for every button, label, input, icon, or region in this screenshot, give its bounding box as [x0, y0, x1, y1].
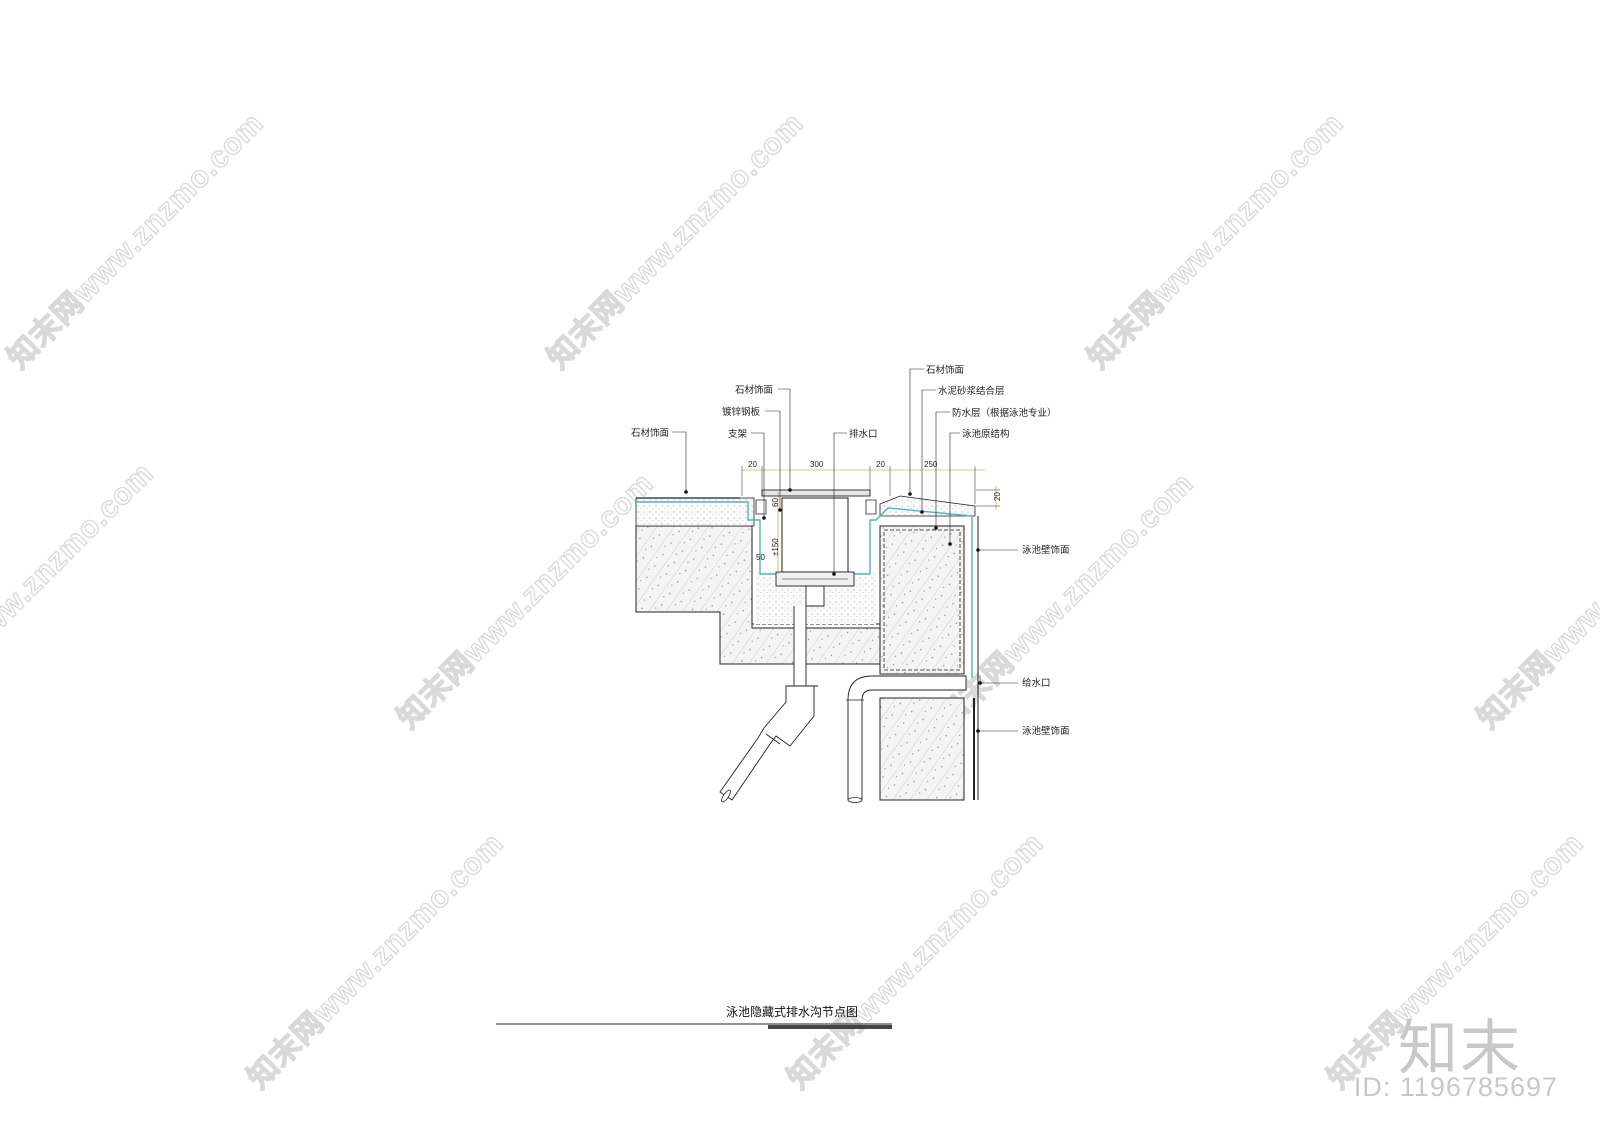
watermark-text: 知末网www.znzmo.com: [0, 457, 160, 725]
support-bracket-right: [865, 499, 877, 515]
watermark-text: 知末网www.znzmo.com: [242, 827, 510, 1095]
label-stone-finish-left: 石材饰面: [631, 427, 669, 439]
label-stone-finish-right: 石材饰面: [926, 364, 964, 376]
watermark-text: 知末网www.znzmo.com: [542, 107, 810, 375]
label-water-inlet: 给水口: [1022, 677, 1051, 689]
label-pool-wall-finish-upper: 泳池壁饰面: [1022, 544, 1070, 556]
watermark-text: 知末网www.znzmo.com: [392, 467, 660, 735]
label-pool-structure: 泳池原结构: [962, 428, 1010, 440]
right-stone-finish: [879, 495, 976, 517]
dim-300: 300: [810, 460, 824, 469]
dim-20-left: 20: [748, 460, 757, 469]
support-bracket-left: [755, 499, 767, 515]
dim-60: 60: [771, 498, 780, 507]
watermark-text: 知末网www.znzmo.com: [782, 827, 1050, 1095]
leader-dots: [684, 488, 982, 733]
drawing-title: 泳池隐藏式排水沟节点图: [726, 1005, 858, 1019]
dimension-texts: 20 300 20 250 20 60 ±150 50: [748, 460, 1002, 562]
drain-pipe: [719, 606, 815, 801]
label-drain-outlet: 排水口: [849, 428, 878, 440]
dim-50: 50: [756, 553, 765, 562]
annotation-labels: 石材饰面 石材饰面 镀锌钢板 支架 排水口 石材饰面 水泥砂浆结合层 防水层（根…: [631, 364, 1070, 737]
watermark-text: 知末网www.znzmo.com: [2, 107, 270, 375]
dim-150: ±150: [771, 538, 780, 556]
dimension-lines: [741, 466, 1000, 574]
watermark-text: 知末网www.znzmo.com: [1082, 107, 1350, 375]
waterproof-layer: [636, 501, 973, 678]
drain-neck: [805, 585, 825, 607]
label-cement-mortar: 水泥砂浆结合层: [938, 385, 1005, 397]
label-waterproof: 防水层（根据泳池专业）: [952, 407, 1057, 419]
brand-watermark: 知末: [1398, 1014, 1522, 1084]
watermark-text: 知末网www.znzmo.com: [1472, 467, 1600, 735]
drawing-title-block: 泳池隐藏式排水沟节点图: [496, 1005, 892, 1029]
supply-pipe: [847, 675, 967, 800]
id-watermark: ID: 1196785697: [1353, 1072, 1558, 1102]
label-stone-finish-cover: 石材饰面: [735, 384, 773, 396]
lower-concrete-block: [879, 697, 965, 801]
section-drawing: 20 300 20 250 20 60 ±150 50: [631, 364, 1070, 803]
label-galvanized-plate: 镀锌钢板: [722, 406, 761, 418]
dim-20-right: 20: [993, 492, 1002, 501]
leader-lines: [672, 368, 1018, 732]
right-concrete-dash: [883, 529, 961, 671]
dim-20-mid: 20: [876, 460, 885, 469]
drain-body: [781, 497, 849, 573]
label-pool-wall-finish-lower: 泳池壁饰面: [1022, 725, 1070, 737]
dim-250: 250: [924, 460, 938, 469]
label-support: 支架: [728, 428, 748, 440]
right-concrete-block: [879, 525, 965, 675]
